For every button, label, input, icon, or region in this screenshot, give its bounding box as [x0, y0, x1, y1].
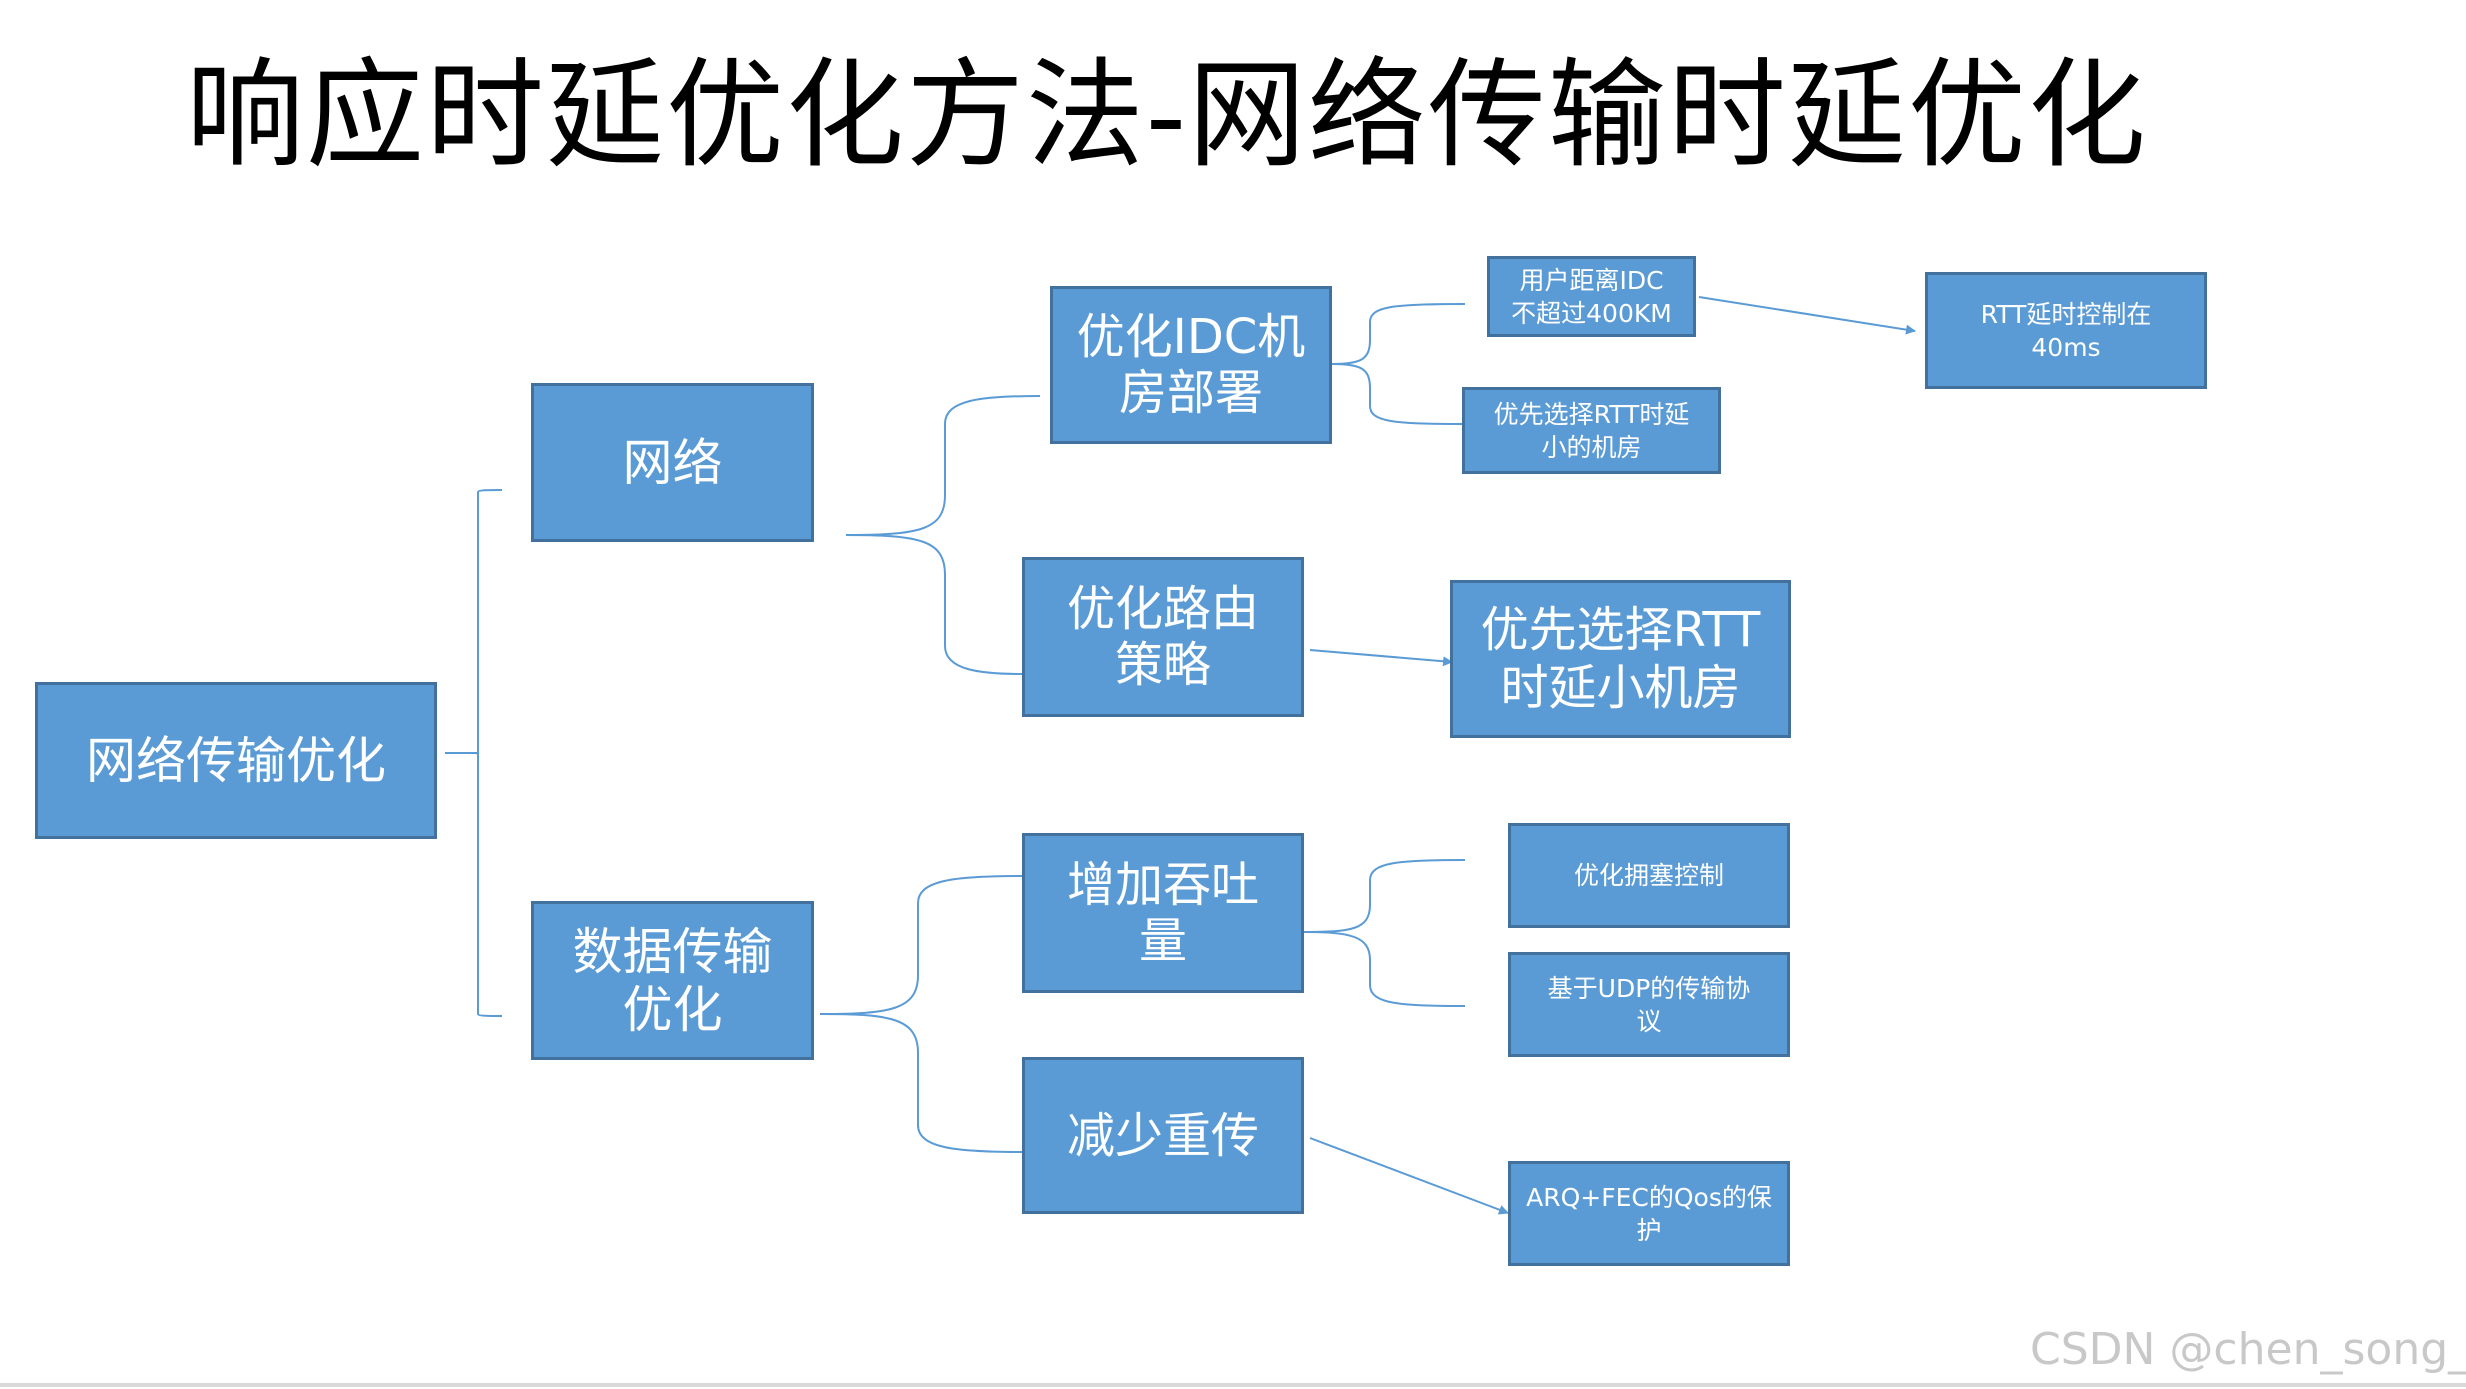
node-label: 基于UDP的传输协 议 — [1547, 973, 1751, 1036]
node-increase-throughput: 增加吞吐 量 — [1022, 833, 1304, 993]
node-label: 优化IDC机 房部署 — [1076, 309, 1306, 421]
node-network-transmission-optimization: 网络传输优化 — [35, 682, 437, 839]
bottom-divider — [0, 1383, 2466, 1387]
node-label: 优化路由 策略 — [1066, 581, 1259, 693]
throughput-bracket-connector — [1303, 859, 1466, 1007]
routing-to-rtt-arrow — [1309, 649, 1453, 667]
node-label: 增加吞吐 量 — [1066, 857, 1259, 969]
node-user-distance-idc: 用户距离IDC 不超过400KM — [1487, 256, 1696, 337]
slide-title: 响应时延优化方法-网络传输时延优化 — [186, 46, 2148, 184]
node-label: 用户距离IDC 不超过400KM — [1511, 265, 1672, 328]
node-label: 网络 — [622, 433, 723, 492]
watermark: CSDN @chen_song_ — [2030, 1324, 2466, 1375]
node-label: 数据传输 优化 — [572, 922, 773, 1039]
node-optimize-congestion-control: 优化拥塞控制 — [1508, 823, 1790, 928]
node-data-transmission-optimization: 数据传输 优化 — [531, 901, 814, 1060]
node-label: 优化拥塞控制 — [1573, 861, 1724, 890]
node-label: 网络传输优化 — [86, 731, 386, 790]
node-label: 优先选择RTT时延 小的机房 — [1493, 399, 1690, 462]
node-arq-fec-qos-protection: ARQ+FEC的Qos的保 护 — [1508, 1161, 1790, 1266]
node-reduce-retransmission: 减少重传 — [1022, 1057, 1304, 1214]
root-bracket-connector — [445, 489, 503, 1017]
network-bracket-connector — [845, 395, 1041, 675]
node-udp-based-protocol: 基于UDP的传输协 议 — [1508, 952, 1790, 1057]
node-label: 优先选择RTT 时延小机房 — [1480, 602, 1761, 716]
data-bracket-connector — [819, 875, 1023, 1153]
idc-bracket-connector — [1331, 303, 1466, 425]
node-optimize-routing-strategy: 优化路由 策略 — [1022, 557, 1304, 717]
node-network: 网络 — [531, 383, 814, 542]
node-rtt-control-40ms: RTT延时控制在 40ms — [1925, 272, 2207, 389]
retrans-to-arq-arrow — [1309, 1137, 1509, 1215]
node-prefer-low-rtt-room-routing: 优先选择RTT 时延小机房 — [1450, 580, 1791, 738]
node-label: RTT延时控制在 40ms — [1980, 299, 2152, 362]
node-label: 减少重传 — [1066, 1107, 1259, 1164]
node-label: ARQ+FEC的Qos的保 护 — [1526, 1182, 1772, 1245]
node-prefer-low-rtt-room: 优先选择RTT时延 小的机房 — [1462, 387, 1721, 474]
node-optimize-idc-deployment: 优化IDC机 房部署 — [1050, 286, 1332, 444]
distance-to-rtt-arrow — [1698, 296, 1916, 335]
